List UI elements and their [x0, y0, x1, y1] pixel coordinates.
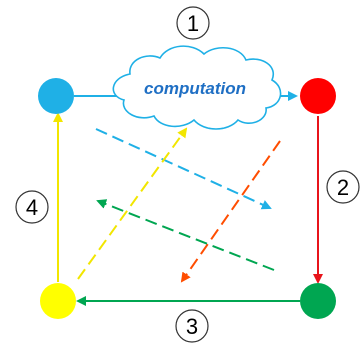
node-blue [38, 78, 74, 114]
dashed-arrow-blue [95, 128, 272, 210]
node-red [300, 78, 336, 114]
step-number-2: 2 [337, 175, 349, 200]
cloud-shape [112, 45, 282, 130]
dashed-arrow-orange [180, 140, 281, 283]
step-badge-4: 4 [15, 190, 49, 224]
step-badge-1: 1 [176, 6, 210, 40]
step-badge-3: 3 [175, 309, 209, 343]
node-yellow [40, 283, 76, 319]
step-badge-2: 2 [326, 170, 360, 204]
node-green [300, 283, 336, 319]
dashed-arrow-yellow [77, 127, 188, 280]
dashed-arrow-green [96, 199, 275, 271]
cloud-label: computation [144, 79, 246, 98]
step-number-4: 4 [26, 195, 38, 220]
computation-cloud: computation [112, 45, 282, 130]
step-number-3: 3 [186, 314, 198, 339]
step-number-1: 1 [187, 11, 199, 36]
